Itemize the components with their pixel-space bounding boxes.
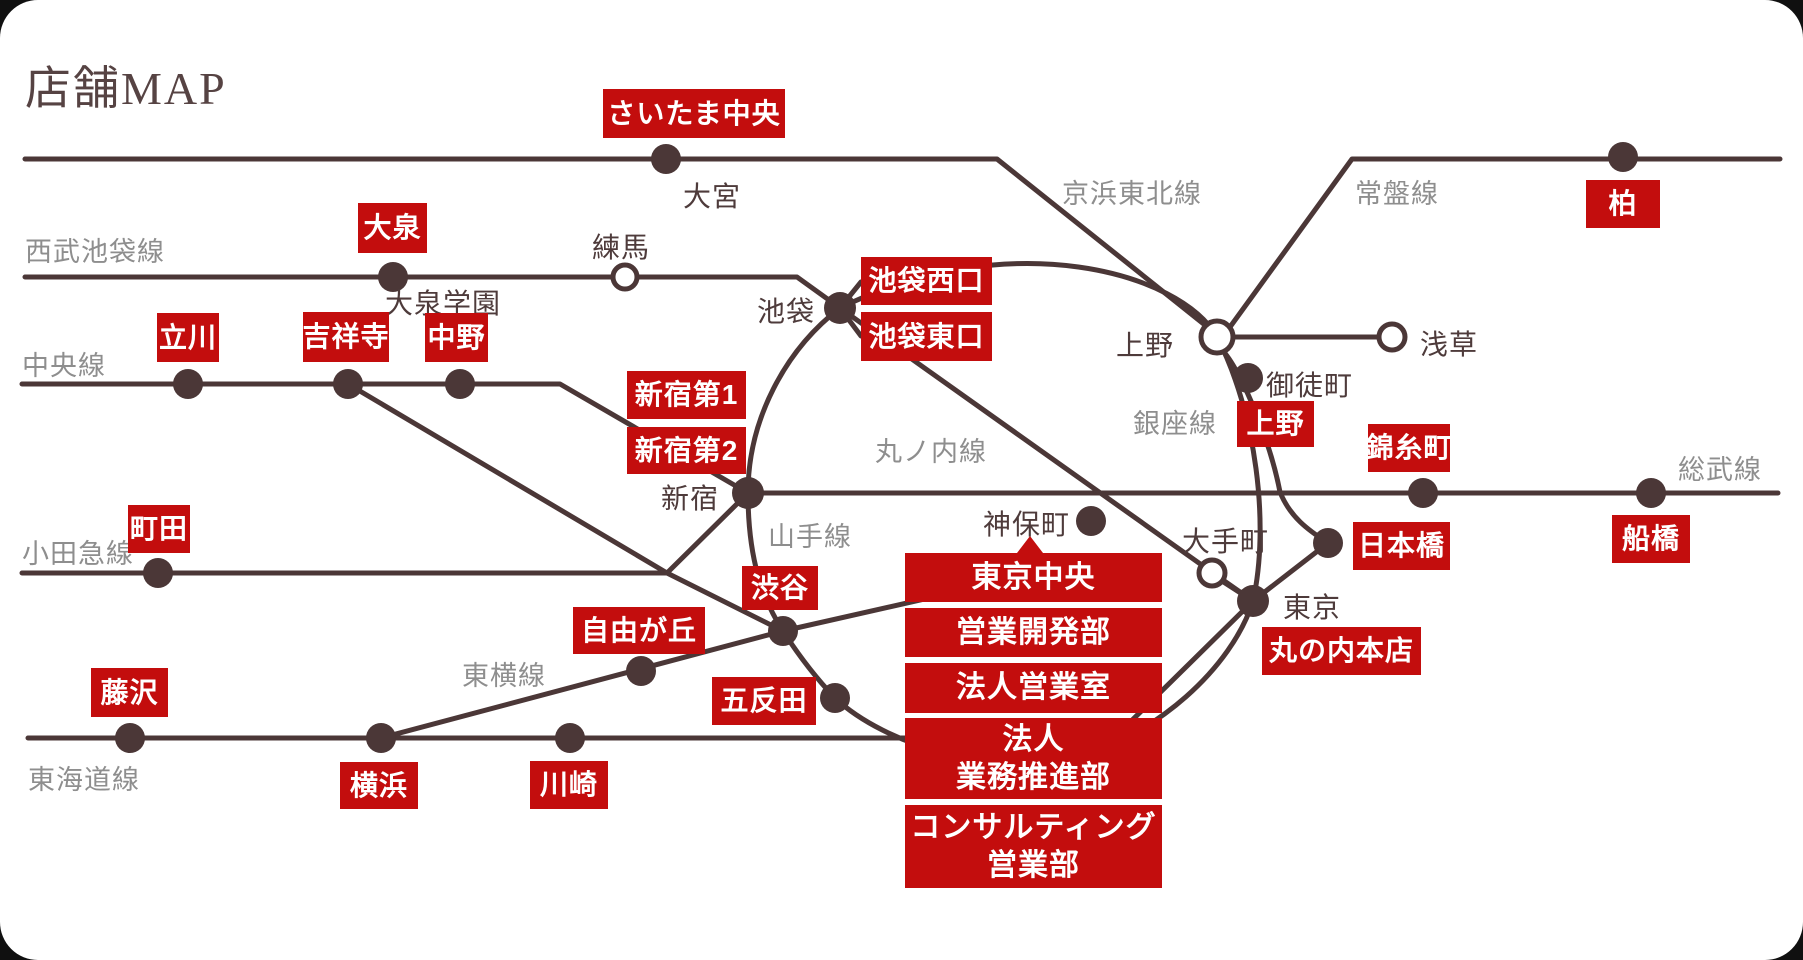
hq-box-tokyo-chuo[interactable]: 東京中央	[905, 553, 1162, 602]
store-badge-fujisawa[interactable]: 藤沢	[91, 668, 168, 717]
store-badge-machida[interactable]: 町田	[128, 505, 190, 553]
store-badge-ueno-store[interactable]: 上野	[1237, 401, 1314, 447]
store-badge-gotanda[interactable]: 五反田	[712, 677, 816, 725]
store-badge-shinjuku-1[interactable]: 新宿第1	[627, 371, 746, 419]
line-toyoko	[378, 628, 786, 741]
store-badge-saitama-chuo[interactable]: さいたま中央	[603, 89, 785, 138]
store-badge-marunouchi-honten[interactable]: 丸の内本店	[1262, 627, 1421, 675]
page-title: 店舗MAP	[25, 63, 227, 114]
line-joban	[1227, 156, 1783, 330]
station-dot-funabashi	[1636, 478, 1666, 508]
station-dot-okachimachi	[1233, 363, 1263, 393]
store-badge-kawasaki[interactable]: 川崎	[530, 761, 608, 809]
store-badge-shibuya[interactable]: 渋谷	[742, 566, 818, 610]
line-label-seibu-ikebukuro-line: 西武池袋線	[25, 237, 165, 267]
station-label-otemachi: 大手町	[1182, 526, 1270, 557]
line-label-sobu-line: 総武線	[1678, 455, 1762, 485]
station-dot-gotanda	[820, 683, 850, 713]
store-badge-kichijoji[interactable]: 吉祥寺	[303, 312, 389, 362]
station-label-ueno: 上野	[1116, 330, 1175, 361]
station-dot-nakano	[445, 369, 475, 399]
station-dot-yokohama	[366, 723, 396, 753]
line-label-chuo-line: 中央線	[22, 351, 106, 381]
hq-box-corporate-promo[interactable]: 法人業務推進部	[905, 718, 1162, 799]
station-dot-jimbocho	[1076, 506, 1106, 536]
line-label-tokoyoko-line: 東横線	[462, 661, 546, 691]
station-label-tokyo: 東京	[1283, 592, 1342, 623]
store-badge-tachikawa[interactable]: 立川	[157, 313, 219, 362]
station-label-omiya: 大宮	[683, 181, 742, 212]
station-label-shinjuku: 新宿	[661, 483, 720, 514]
station-dot-tachikawa	[173, 369, 203, 399]
store-badge-ikebukuro-east[interactable]: 池袋東口	[861, 312, 992, 361]
line-label-tokaido-line: 東海道線	[28, 765, 140, 795]
station-dot-shinjuku	[732, 477, 764, 509]
hq-stack-pointer	[1017, 536, 1043, 553]
store-badge-nakano[interactable]: 中野	[425, 313, 488, 362]
transfer-circle-ueno	[1198, 318, 1236, 356]
station-dot-kashiwa	[1608, 142, 1638, 172]
station-label-nerima: 練馬	[592, 232, 651, 263]
store-badge-ikebukuro-west[interactable]: 池袋西口	[861, 257, 992, 305]
station-dot-kawasaki	[555, 723, 585, 753]
line-label-yamanote-line: 山手線	[768, 522, 852, 552]
station-label-jimbocho: 神保町	[983, 509, 1071, 540]
store-badge-jiyugaoka[interactable]: 自由が丘	[573, 607, 705, 654]
station-label-okachimachi: 御徒町	[1266, 370, 1354, 401]
station-dot-kinshicho	[1408, 478, 1438, 508]
station-label-asakusa: 浅草	[1420, 329, 1479, 360]
store-badge-kinshicho[interactable]: 錦糸町	[1366, 424, 1452, 472]
station-dot-tokyo	[1237, 585, 1269, 617]
line-label-keihin-tohoku-line: 京浜東北線	[1062, 179, 1202, 209]
transfer-circle-nerima	[610, 262, 640, 292]
station-dot-nihombashi	[1313, 528, 1343, 558]
line-keihin-tohoku	[22, 156, 1208, 328]
station-dot-fujisawa	[115, 723, 145, 753]
store-badge-nihombashi[interactable]: 日本橋	[1353, 522, 1450, 570]
station-dot-oizumigakuen	[378, 262, 408, 292]
store-badge-kashiwa[interactable]: 柏	[1586, 180, 1660, 228]
store-badge-oizumi[interactable]: 大泉	[358, 203, 427, 253]
station-dot-machida	[143, 558, 173, 588]
line-label-odakyu-line: 小田急線	[22, 539, 134, 569]
station-dot-kichijoji	[333, 369, 363, 399]
station-dot-omiya	[651, 144, 681, 174]
store-badge-funabashi[interactable]: 船橋	[1612, 515, 1690, 563]
line-label-ginza-line: 銀座線	[1133, 409, 1217, 439]
store-badge-shinjuku-2[interactable]: 新宿第2	[627, 427, 746, 474]
transfer-circle-asakusa	[1376, 321, 1408, 353]
station-dot-ikebukuro	[824, 292, 856, 324]
hq-box-sales-development[interactable]: 営業開発部	[905, 608, 1162, 657]
line-label-joban-line: 常盤線	[1355, 179, 1439, 209]
station-label-ikebukuro: 池袋	[757, 296, 816, 327]
transfer-circle-otemachi	[1196, 557, 1228, 589]
hq-box-corporate-sales[interactable]: 法人営業室	[905, 663, 1162, 713]
line-inokashira	[345, 381, 786, 634]
line-label-marunouchi-line: 丸ノ内線	[875, 437, 987, 467]
line-seibu-ikebukuro	[22, 274, 843, 311]
store-badge-yokohama[interactable]: 横浜	[340, 762, 418, 809]
station-dot-jiyugaoka	[626, 656, 656, 686]
hq-box-consulting-sales[interactable]: コンサルティング営業部	[905, 805, 1162, 888]
station-dot-shibuya	[768, 616, 798, 646]
